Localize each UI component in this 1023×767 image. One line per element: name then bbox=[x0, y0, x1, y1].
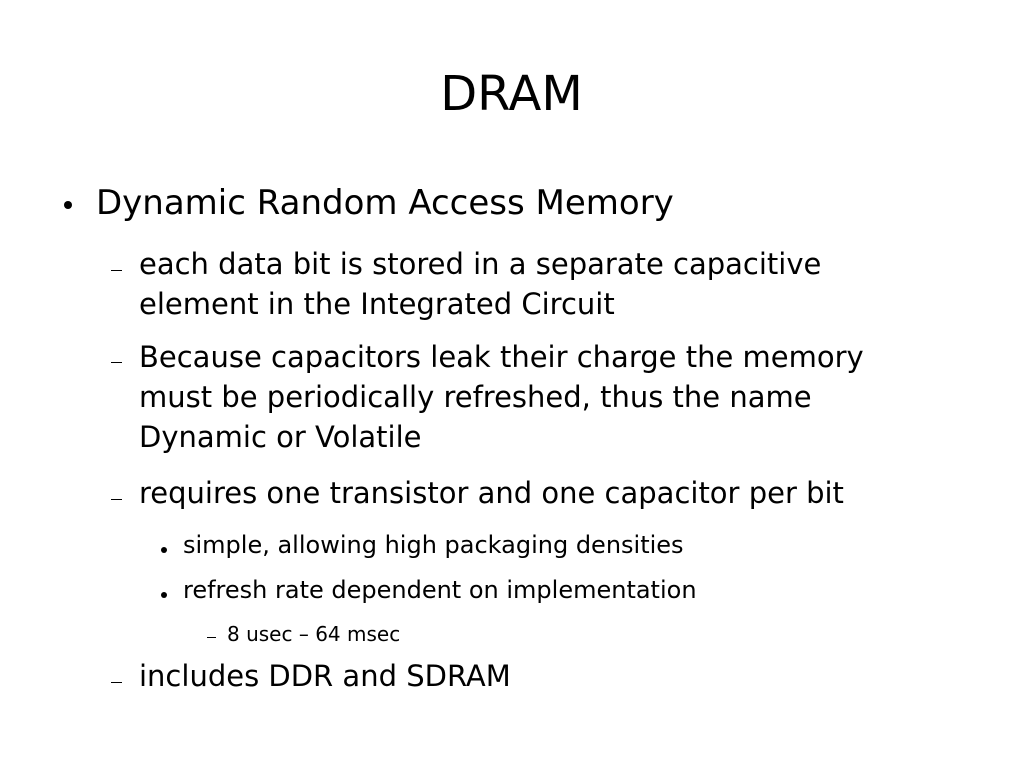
sub-bullet-line: includes DDR and SDRAM bbox=[139, 659, 511, 693]
sub-bullet-line: must be periodically refreshed, thus the… bbox=[139, 380, 812, 414]
dash-icon bbox=[111, 270, 122, 271]
bullet-dot-icon bbox=[161, 592, 167, 598]
sub-bullet-line: each data bit is stored in a separate ca… bbox=[139, 247, 822, 281]
sub-sub-bullet-text: refresh rate dependent on implementation bbox=[183, 576, 697, 604]
slide-title: DRAM bbox=[440, 66, 583, 122]
bullet-dot-icon bbox=[64, 201, 72, 209]
sub-bullet-line: element in the Integrated Circuit bbox=[139, 287, 615, 321]
level4-bullet-text: 8 usec – 64 msec bbox=[227, 622, 401, 646]
sub-bullet-line: Because capacitors leak their charge the… bbox=[139, 340, 864, 374]
bullet-dot-icon bbox=[161, 547, 167, 553]
dash-icon bbox=[111, 499, 122, 500]
sub-bullet-line: requires one transistor and one capacito… bbox=[139, 476, 844, 510]
bullet-text: Dynamic Random Access Memory bbox=[96, 183, 674, 223]
sub-sub-bullet-text: simple, allowing high packaging densitie… bbox=[183, 531, 684, 559]
dash-icon bbox=[111, 682, 122, 683]
dash-icon bbox=[111, 362, 122, 363]
dash-icon bbox=[207, 637, 216, 638]
sub-bullet-line: Dynamic or Volatile bbox=[139, 420, 422, 454]
